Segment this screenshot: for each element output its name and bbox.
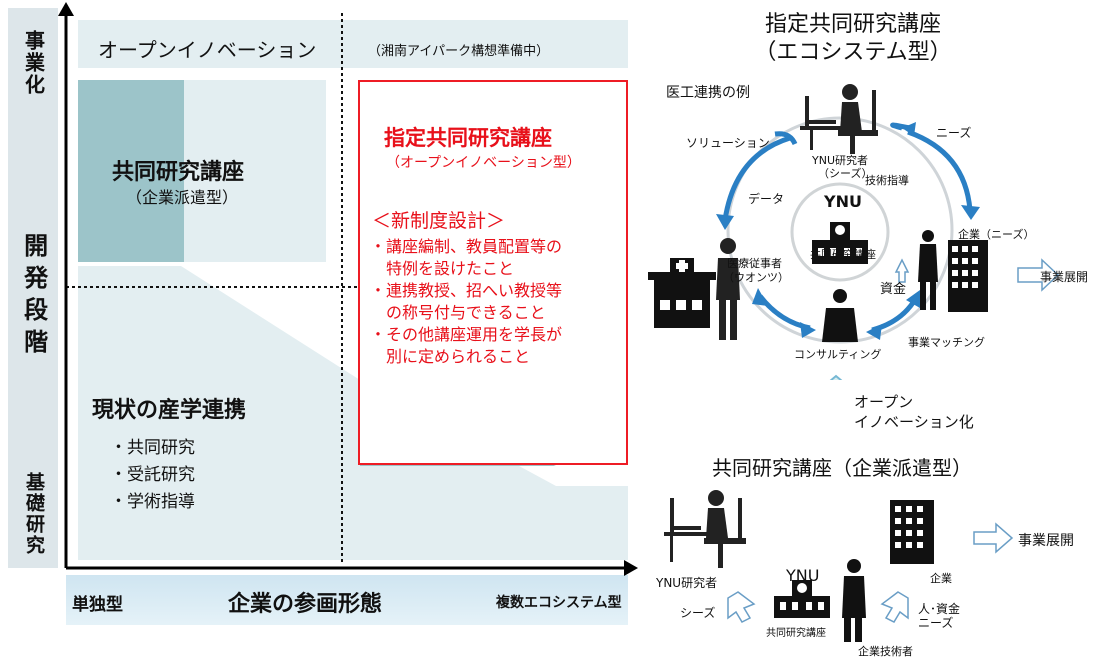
ecosystem-title-line2: （エコシステム型）	[754, 40, 952, 65]
designated-chair-title: 指定共同研究講座	[384, 126, 552, 150]
label-medical-worker: 医療従事者	[727, 257, 782, 270]
current-collab-item: ・学術指導	[110, 492, 195, 512]
label-bottom-ynu: YNU	[786, 566, 820, 585]
y-axis-label-development: 開発段階	[8, 233, 58, 366]
joint-chair-title: 共同研究講座	[112, 160, 245, 185]
new-system-line: の称号付与できること	[370, 303, 546, 322]
ecosystem-title-line1: 指定共同研究講座	[764, 12, 941, 37]
current-collab-title: 現状の産学連携	[92, 398, 247, 423]
label-open-innovation-2: イノベーション化	[854, 413, 974, 431]
label-bottom-business-dev: 事業展開	[1018, 533, 1074, 549]
y-axis-label-basic-research: 基礎研究	[8, 472, 58, 561]
label-company-needs: 企業（ニーズ）	[958, 228, 1035, 241]
label-wants-paren: （ウオンツ）	[723, 271, 789, 284]
current-collab-item: ・受託研究	[110, 465, 195, 485]
y-axis-top-text: 事業化	[21, 30, 46, 96]
label-needs: ニーズ	[936, 126, 972, 140]
open-innovation-note: （湘南アイパーク構想準備中）	[368, 44, 550, 59]
label-solution: ソリューション	[686, 136, 770, 150]
label-business-dev-top: 事業展開	[1040, 270, 1089, 284]
new-system-line: 特例を設けたこと	[370, 259, 515, 278]
joint-chair-diagram	[664, 490, 1014, 642]
designated-chair-subtitle: （オープンイノベーション型）	[386, 155, 581, 171]
label-data: データ	[748, 192, 785, 206]
joint-chair-subtitle: （企業派遣型）	[126, 188, 239, 207]
x-axis-left-label: 単独型	[72, 595, 123, 615]
new-system-line: ・講座編制、教員配置等の	[370, 237, 563, 256]
label-open-innovation-1: オープン	[854, 393, 914, 411]
label-bottom-needs: ニーズ	[918, 616, 954, 630]
ecosystem-diagram	[648, 84, 1060, 380]
current-collab-list: ・共同研究 ・受託研究 ・学術指導	[110, 435, 195, 516]
current-collab-item: ・共同研究	[110, 438, 195, 458]
label-ynu-center: YNU	[824, 192, 862, 211]
label-bottom-joint-chair: 共同研究講座	[766, 628, 826, 639]
x-axis-right-label: 複数エコシステム型	[496, 595, 622, 611]
y-axis-label-commercialization: 事業化	[8, 30, 58, 100]
axes	[58, 2, 638, 576]
label-ynu-researcher: YNU研究者	[812, 154, 868, 167]
label-company-engineer: 企業技術者	[858, 645, 913, 658]
new-system-line: ・その他講座運用を学長が	[370, 325, 563, 344]
open-innovation-label: オープンイノベーション	[98, 38, 317, 62]
new-system-list: ・講座編制、教員配置等の 特例を設けたこと ・連携教授、招へい教授等 の称号付与…	[370, 236, 562, 368]
label-tech-guidance: 技術指導	[865, 174, 909, 187]
x-axis-bar	[66, 575, 628, 625]
designated-chair-box	[358, 80, 628, 465]
new-system-line: 別に定められること	[370, 347, 531, 366]
label-joint-chair-center: 共同研究講座	[810, 248, 876, 261]
label-people-funds: 人･資金	[918, 602, 961, 616]
joint-chair-teal-block	[78, 80, 184, 262]
open-innovation-band	[78, 20, 628, 68]
label-business-matching: 事業マッチング	[908, 336, 985, 349]
label-seeds-paren: （シーズ）	[818, 167, 873, 180]
label-consulting: コンサルティング	[794, 348, 882, 361]
label-bottom-company: 企業	[930, 572, 952, 585]
bottom-right-title: 共同研究講座（企業派遣型）	[712, 456, 972, 480]
new-system-line: ・連携教授、招へい教授等	[370, 281, 563, 300]
example-label: 医工連携の例	[666, 85, 750, 101]
new-system-title: ＜新制度設計＞	[372, 210, 506, 232]
label-funds: 資金	[880, 282, 907, 297]
label-bottom-ynu-researcher: YNU研究者	[656, 576, 718, 590]
label-bottom-seeds: シーズ	[680, 606, 716, 620]
y-axis-bottom-text: 基礎研究	[22, 472, 45, 556]
y-axis-middle-text: 開発段階	[19, 233, 48, 361]
x-axis-title: 企業の参画形態	[228, 592, 383, 617]
y-axis-bar	[8, 8, 58, 568]
